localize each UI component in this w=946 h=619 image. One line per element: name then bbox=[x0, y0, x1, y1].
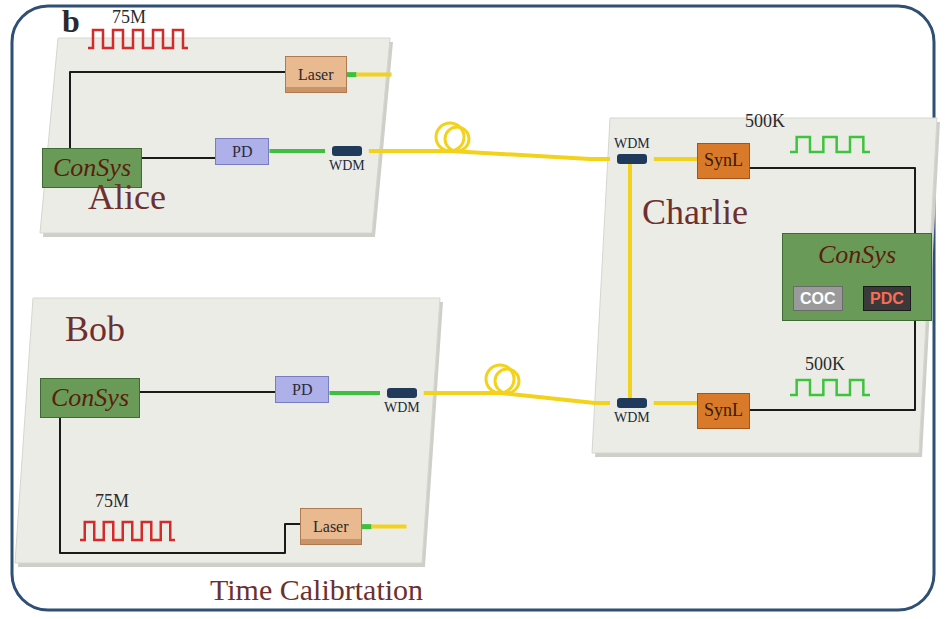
component-label: PD bbox=[232, 142, 252, 161]
component-label: WDM bbox=[384, 400, 420, 416]
pdc-module: PDC bbox=[863, 286, 911, 311]
wdm-coupler bbox=[617, 154, 647, 164]
optical-fiber bbox=[424, 393, 610, 403]
component-label: SynL bbox=[704, 400, 743, 422]
pulse-train bbox=[790, 380, 870, 395]
component-label: Laser bbox=[313, 517, 349, 536]
fiber-spool bbox=[445, 127, 469, 151]
sync-laser-box: SynL bbox=[697, 393, 750, 429]
component-label: WDM bbox=[329, 158, 365, 174]
component-label: PD bbox=[292, 380, 312, 399]
component-label: ConSys bbox=[793, 240, 921, 270]
panel-shapes bbox=[15, 38, 940, 567]
decorations bbox=[80, 30, 870, 540]
frequency-label: 500K bbox=[745, 112, 785, 132]
photodiode-box: PD bbox=[275, 376, 329, 403]
optical-fiber bbox=[369, 151, 610, 159]
fiber-connector bbox=[362, 524, 372, 529]
wdm-component: WDM bbox=[380, 388, 424, 416]
frequency-label: 75M bbox=[112, 8, 146, 28]
electrical-wire bbox=[750, 321, 915, 410]
laser-box: Laser bbox=[300, 508, 362, 545]
diagram-title: Time Calibrtation bbox=[210, 573, 423, 606]
party-panel: ConSysLaserPDWDMAlice bbox=[40, 38, 390, 233]
party-panel: ConSys PD WDM Laser Bob bbox=[15, 298, 440, 563]
component-label: COC bbox=[800, 289, 836, 308]
component-label: WDM bbox=[614, 136, 650, 152]
electrical-wire bbox=[142, 157, 215, 159]
fiber-connector bbox=[347, 72, 357, 77]
party-name: Alice bbox=[88, 178, 166, 218]
component-label: WDM bbox=[614, 410, 650, 426]
optical-fiber bbox=[654, 401, 697, 405]
wdm-coupler bbox=[617, 398, 647, 408]
component-label: ConSys bbox=[51, 383, 129, 413]
pulse-train bbox=[88, 30, 188, 48]
electrical-wire bbox=[140, 391, 275, 393]
electrical-wire bbox=[60, 418, 300, 553]
electrical-wire bbox=[70, 72, 285, 148]
pulse-train bbox=[80, 522, 175, 540]
panel-letter: b bbox=[62, 4, 80, 39]
wdm-coupler bbox=[387, 388, 417, 398]
fiber-spool bbox=[495, 369, 519, 393]
component-label: PDC bbox=[870, 289, 904, 308]
control-system-box: COC PDC ConSys bbox=[782, 233, 932, 321]
photodiode-box: PD bbox=[215, 138, 269, 165]
party-name: Charlie bbox=[642, 193, 748, 233]
coc-module: COC bbox=[793, 286, 843, 311]
panel-plate bbox=[592, 118, 937, 453]
wdm-component: WDM bbox=[610, 398, 654, 426]
control-system-box: ConSys bbox=[40, 378, 140, 418]
outer-frame bbox=[12, 6, 934, 610]
sync-laser-box: SynL bbox=[697, 143, 750, 179]
laser-box: Laser bbox=[285, 56, 347, 93]
frequency-label: 75M bbox=[95, 492, 129, 512]
wdm-coupler bbox=[332, 146, 362, 156]
laser-output-fiber bbox=[357, 73, 392, 77]
party-name: Bob bbox=[65, 310, 125, 350]
electrical-wire bbox=[750, 168, 915, 233]
optical-fiber bbox=[329, 391, 380, 395]
laser-output-fiber bbox=[372, 525, 407, 529]
component-label: SynL bbox=[704, 150, 743, 172]
wdm-component: WDM bbox=[610, 136, 654, 164]
pulse-train bbox=[790, 137, 870, 152]
panel-plate bbox=[15, 298, 440, 563]
optical-fiber bbox=[269, 149, 325, 153]
panel-plate bbox=[40, 38, 390, 233]
optical-fiber bbox=[654, 157, 697, 161]
frequency-label: 500K bbox=[805, 355, 845, 375]
optical-fiber bbox=[628, 164, 632, 398]
component-label: Laser bbox=[298, 65, 334, 84]
wdm-component: WDM bbox=[325, 146, 369, 174]
party-panel: WDMSynLCOCPDCConSysSynLWDMCharlie bbox=[592, 118, 937, 453]
